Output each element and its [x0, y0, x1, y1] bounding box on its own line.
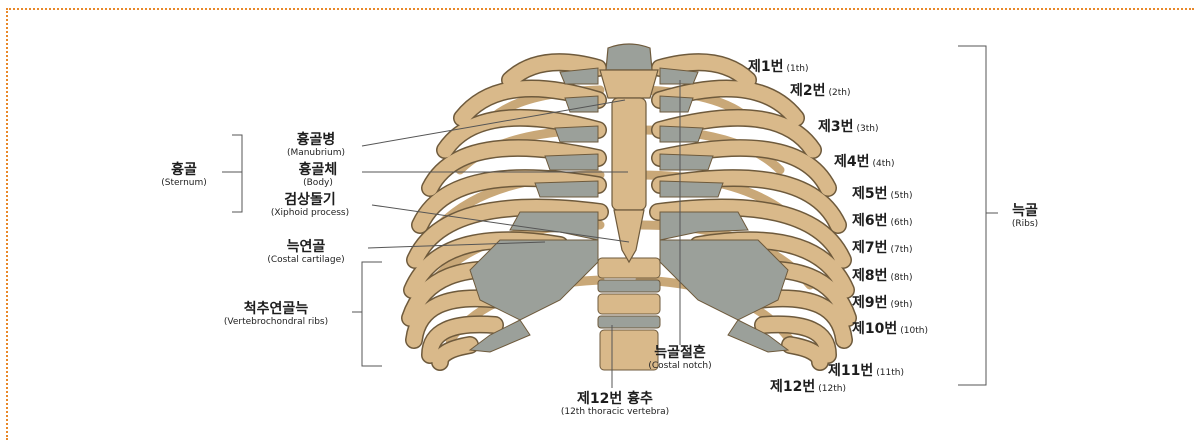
rib-label-8-en: (8th): [891, 273, 913, 283]
rib-label-3-en: (3th): [857, 124, 879, 134]
rib-label-11-ko: 제11번: [828, 363, 873, 379]
rib-label-3-ko: 제3번: [818, 119, 854, 135]
rib-label-10-ko: 제10번: [852, 321, 897, 337]
rib-label-2-en: (2th): [829, 88, 851, 98]
rib-label-8-ko: 제8번: [852, 268, 888, 284]
manubrium-label: 흉골병 (Manubrium): [270, 133, 362, 158]
rib-label-10: 제10번(10th): [852, 320, 928, 336]
manubrium-label-ko: 흉골병: [270, 133, 362, 147]
sternum-body-label-ko: 흉골체: [276, 163, 360, 177]
rib-label-9-ko: 제9번: [852, 295, 888, 311]
rib-label-1: 제1번(1th): [748, 58, 809, 74]
rib-label-4-en: (4th): [873, 159, 895, 169]
rib-label-1-ko: 제1번: [748, 59, 784, 75]
costal-cartilage-label: 늑연골 (Costal cartilage): [244, 240, 368, 265]
vertebrochondral-ribs-label-en: (Vertebrochondral ribs): [200, 318, 352, 327]
rib-label-4: 제4번(4th): [834, 153, 895, 169]
rib-label-9-en: (9th): [891, 300, 913, 310]
rib-label-6-en: (6th): [891, 218, 913, 228]
rib-label-6: 제6번(6th): [852, 212, 913, 228]
xiphoid-label-ko: 검상돌기: [246, 193, 374, 207]
rib-label-5: 제5번(5th): [852, 185, 913, 201]
rib-label-7-en: (7th): [891, 245, 913, 255]
rib-label-7: 제7번(7th): [852, 239, 913, 255]
rib-label-8: 제8번(8th): [852, 267, 913, 283]
rib-label-5-en: (5th): [891, 191, 913, 201]
ribs-label-ko: 늑골: [1000, 204, 1050, 218]
ribs-label-en: (Ribs): [1000, 220, 1050, 229]
rib-label-2-ko: 제2번: [790, 83, 826, 99]
rib-label-9: 제9번(9th): [852, 294, 913, 310]
sternum-label: 흉골 (Sternum): [148, 163, 220, 188]
sternum-body-label: 흉골체 (Body): [276, 163, 360, 188]
thoracic-vertebra-label-en: (12th thoracic vertebra): [540, 408, 690, 417]
rib-label-12: 제12번(12th): [770, 378, 846, 394]
rib-label-11: 제11번(11th): [828, 362, 904, 378]
rib-label-7-ko: 제7번: [852, 240, 888, 256]
rib-label-1-en: (1th): [787, 64, 809, 74]
rib-label-11-en: (11th): [876, 368, 904, 378]
costal-cartilage-label-ko: 늑연골: [244, 240, 368, 254]
vertebrochondral-ribs-label: 척추연골늑 (Vertebrochondral ribs): [200, 302, 352, 327]
xiphoid-label-en: (Xiphoid process): [246, 209, 374, 218]
sternum-label-ko: 흉골: [148, 163, 220, 177]
rib-label-3: 제3번(3th): [818, 118, 879, 134]
vertebrochondral-ribs-label-ko: 척추연골늑: [200, 302, 352, 316]
rib-label-12-ko: 제12번: [770, 379, 815, 395]
rib-label-5-ko: 제5번: [852, 186, 888, 202]
thoracic-vertebra-label-ko: 제12번 흉추: [540, 392, 690, 406]
ribs-label: 늑골 (Ribs): [1000, 204, 1050, 229]
sternum-label-en: (Sternum): [148, 179, 220, 188]
costal-notch-label-ko: 늑골절흔: [630, 346, 730, 360]
thoracic-vertebra-label: 제12번 흉추 (12th thoracic vertebra): [540, 392, 690, 417]
rib-label-6-ko: 제6번: [852, 213, 888, 229]
rib-label-12-en: (12th): [818, 384, 846, 394]
rib-label-2: 제2번(2th): [790, 82, 851, 98]
costal-cartilage-label-en: (Costal cartilage): [244, 256, 368, 265]
manubrium-label-en: (Manubrium): [270, 149, 362, 158]
costal-notch-label-en: (Costal notch): [630, 362, 730, 371]
rib-label-10-en: (10th): [900, 326, 928, 336]
rib-label-4-ko: 제4번: [834, 154, 870, 170]
costal-notch-label: 늑골절흔 (Costal notch): [630, 346, 730, 371]
sternum-body-label-en: (Body): [276, 179, 360, 188]
xiphoid-label: 검상돌기 (Xiphoid process): [246, 193, 374, 218]
